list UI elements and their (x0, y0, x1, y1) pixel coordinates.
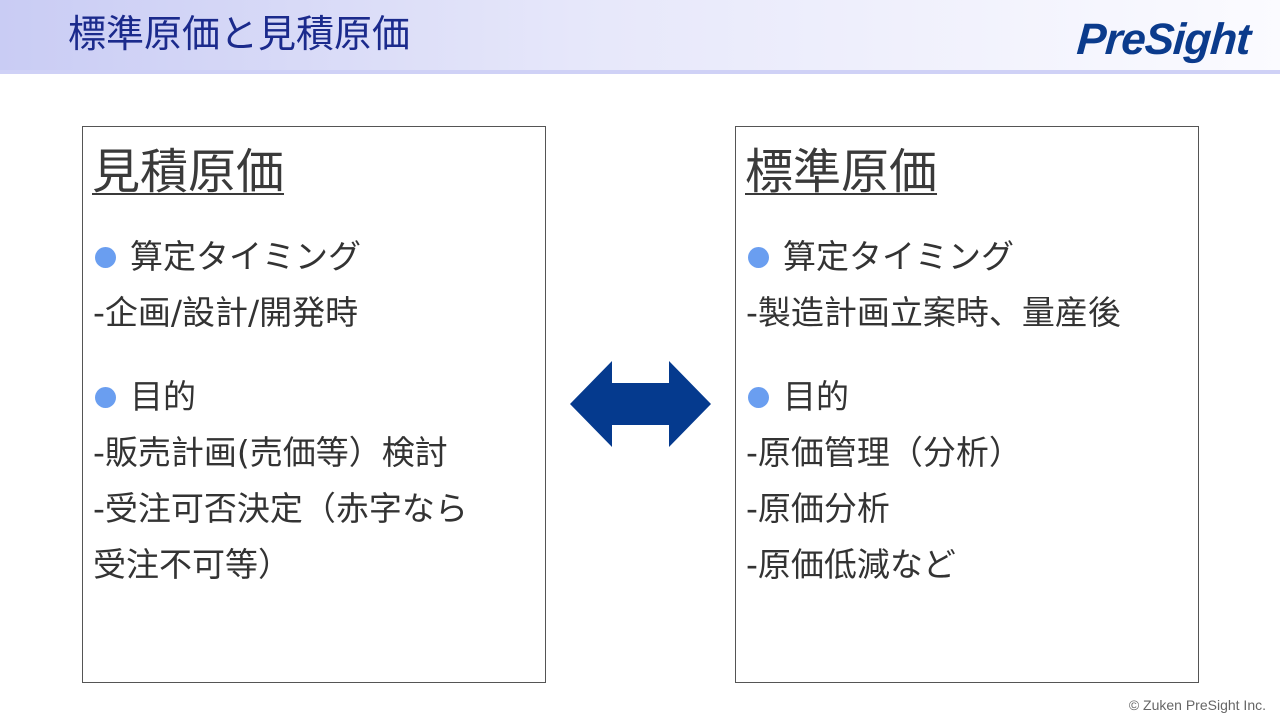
copyright-notice: © Zuken PreSight Inc. (1128, 697, 1266, 713)
detail-line: -原価分析 (746, 489, 890, 528)
bullet-item: 算定タイミング (748, 237, 1014, 277)
panel-heading: 標準原価 (745, 144, 938, 200)
bullet-label: 目的 (783, 377, 849, 416)
slide-title: 標準原価と見積原価 (68, 12, 411, 56)
bullet-item: 目的 (95, 377, 196, 417)
bullet-dot-icon (95, 246, 116, 268)
bullet-label: 目的 (130, 377, 196, 416)
estimated-cost-panel: 見積原価 算定タイミング -企画/設計/開発時 目的 -販売計画(売価等）検討 … (82, 126, 546, 683)
bullet-dot-icon (95, 386, 116, 408)
bullet-dot-icon (748, 246, 769, 268)
bullet-label: 算定タイミング (783, 237, 1014, 276)
slide-header: 標準原価と見積原価 PreSight (0, 0, 1280, 74)
standard-cost-panel: 標準原価 算定タイミング -製造計画立案時、量産後 目的 -原価管理（分析） -… (735, 126, 1199, 683)
bullet-label: 算定タイミング (130, 237, 361, 276)
presight-logo: PreSight (1075, 15, 1252, 64)
detail-line: -受注可否決定（赤字なら (93, 489, 468, 528)
bullet-item: 目的 (748, 377, 849, 417)
detail-line: -販売計画(売価等）検討 (93, 433, 448, 472)
bullet-dot-icon (748, 386, 769, 408)
detail-line: 受注不可等） (93, 545, 291, 584)
panel-heading: 見積原価 (92, 144, 285, 200)
double-arrow-icon (570, 361, 711, 447)
bullet-item: 算定タイミング (95, 237, 361, 277)
detail-line: -原価管理（分析） (746, 433, 1022, 472)
detail-line: -原価低減など (746, 545, 956, 584)
detail-line: -製造計画立案時、量産後 (746, 293, 1121, 332)
detail-line: -企画/設計/開発時 (93, 293, 359, 332)
